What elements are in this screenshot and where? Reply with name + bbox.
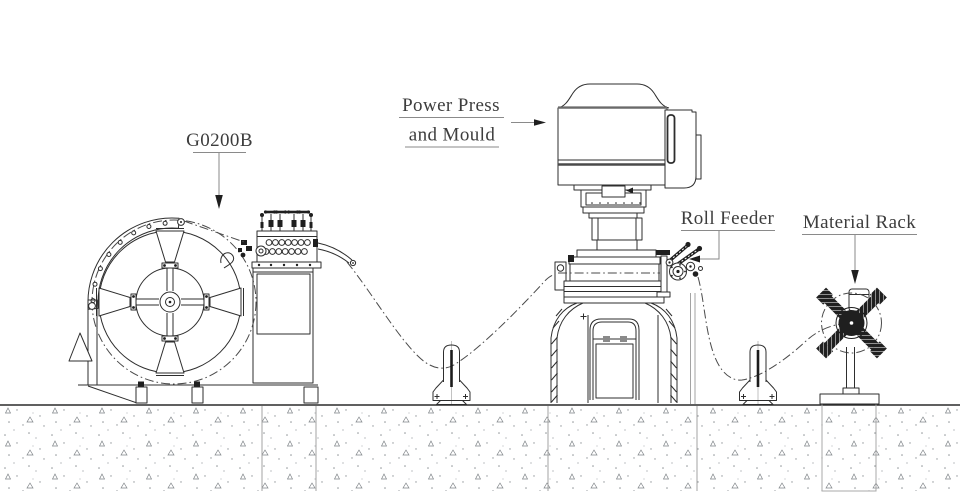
loop-pedestal-right <box>738 339 778 406</box>
ground <box>0 403 960 492</box>
strip-end-clip <box>220 252 235 269</box>
feeder-arrowhead-icon <box>689 255 700 263</box>
feeder-leader-line <box>698 230 720 260</box>
strip-loop-right <box>697 276 841 381</box>
decoiler-arrowhead-icon <box>215 195 223 209</box>
callout-feeder: Roll Feeder <box>681 208 775 263</box>
stock-guide-bracket <box>554 261 567 291</box>
press-frame-legs <box>550 302 678 403</box>
straightener-rolls <box>255 239 311 257</box>
decoiler-label: G0200B <box>186 130 253 151</box>
roll-feeder-unit <box>656 241 703 404</box>
press-head <box>557 83 702 189</box>
rack-arrowhead-icon <box>851 270 859 284</box>
press-die-cushion-window <box>589 318 640 400</box>
callout-decoiler: G0200B <box>186 130 253 209</box>
press-neck <box>568 217 661 281</box>
press-slide-and-mould <box>573 184 652 219</box>
decoiler-coil-assembly <box>91 219 257 385</box>
callout-press: Power Press and Mould <box>399 95 546 148</box>
straightener-unit <box>238 210 357 269</box>
decoiler-machine <box>68 210 357 404</box>
press-label-line2: and Mould <box>409 125 496 146</box>
strip-tangent <box>183 220 248 244</box>
loop-pedestal-left <box>431 339 472 406</box>
decoiler-base <box>68 299 319 404</box>
feeder-label: Roll Feeder <box>681 208 775 229</box>
adjusting-screws <box>260 210 313 231</box>
press-bolster <box>563 280 665 304</box>
decoiler-body <box>252 265 314 384</box>
press-label-line1: Power Press <box>402 95 500 116</box>
entry-clamp <box>238 239 318 258</box>
concrete-texture <box>0 406 960 491</box>
material-rack <box>816 287 887 405</box>
exit-chute <box>317 242 357 267</box>
power-press-machine <box>550 83 702 403</box>
rack-label: Material Rack <box>803 212 916 233</box>
callout-rack: Material Rack <box>802 212 917 284</box>
strip-loop-left <box>346 261 557 369</box>
decoiler-guard <box>87 217 185 310</box>
press-arrowhead-icon <box>534 119 546 126</box>
annotations: G0200B Power Press and Mould Roll Feeder… <box>186 95 917 284</box>
